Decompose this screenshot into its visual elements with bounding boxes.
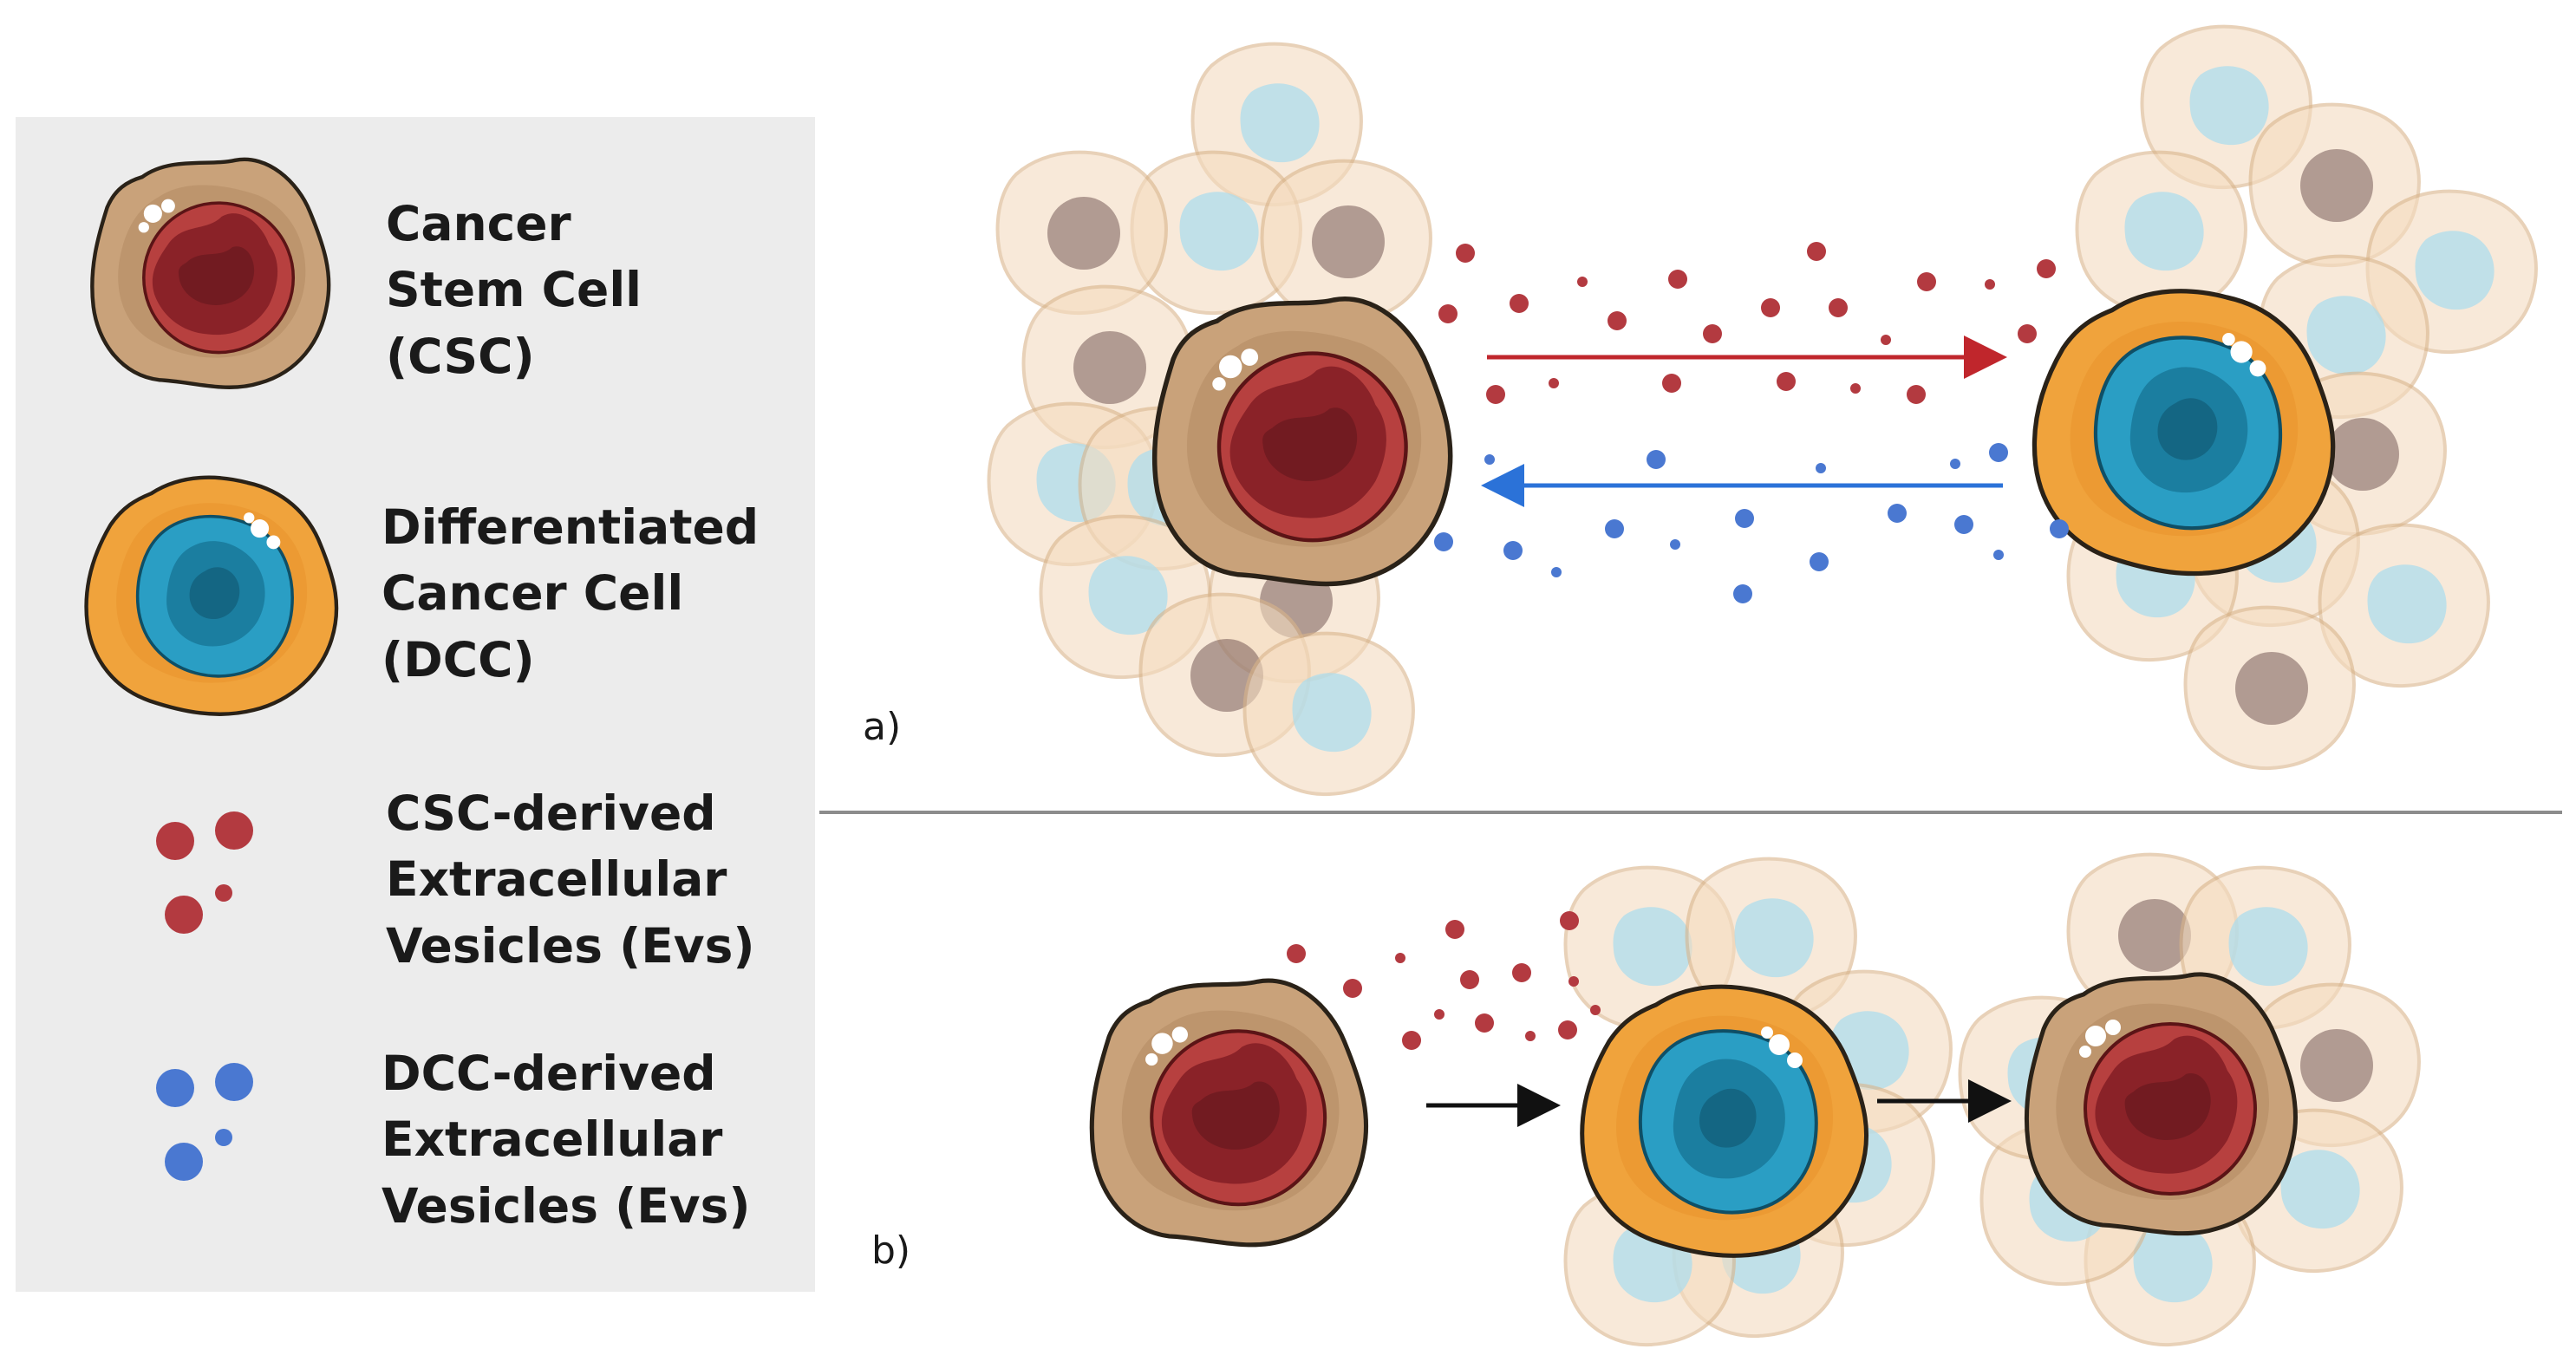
panel-a-label: a) [863, 705, 901, 749]
panel-b-label: b) [871, 1228, 910, 1273]
legend-csc-vesicles-icon [156, 811, 253, 934]
panel-a: a) [863, 24, 2538, 797]
panel-b-csc-vesicles [1287, 911, 1601, 1050]
panel-b: b) [871, 852, 2421, 1347]
legend-dcc-label: Differentiated Cancer Cell (DCC) [382, 499, 775, 688]
legend-dcc-vesicles-icon [156, 1063, 253, 1181]
panel-a-csc-vesicles [1438, 242, 2056, 404]
legend-panel: Cancer Stem Cell (CSC) Differentiated Ca… [16, 117, 815, 1292]
panel-b-csc-cell [1092, 981, 1366, 1245]
legend-dcc-evs-label: DCC-derived Extracellular Vesicles (Evs) [382, 1046, 751, 1234]
panel-a-dcc-vesicles [1434, 443, 2069, 603]
panel-b-dcc-cell [1582, 987, 1867, 1255]
legend-csc-icon [92, 160, 329, 388]
legend-dcc-icon [87, 478, 337, 714]
legend-csc-evs-label: CSC-derived Extracellular Vesicles (Evs) [386, 785, 755, 974]
panel-a-csc-cell [1155, 299, 1451, 584]
panel-a-dcc-cell [2034, 291, 2332, 574]
panel-b-reverted-csc-cell [2026, 974, 2295, 1234]
legend-csc-label: Cancer Stem Cell (CSC) [386, 196, 658, 384]
